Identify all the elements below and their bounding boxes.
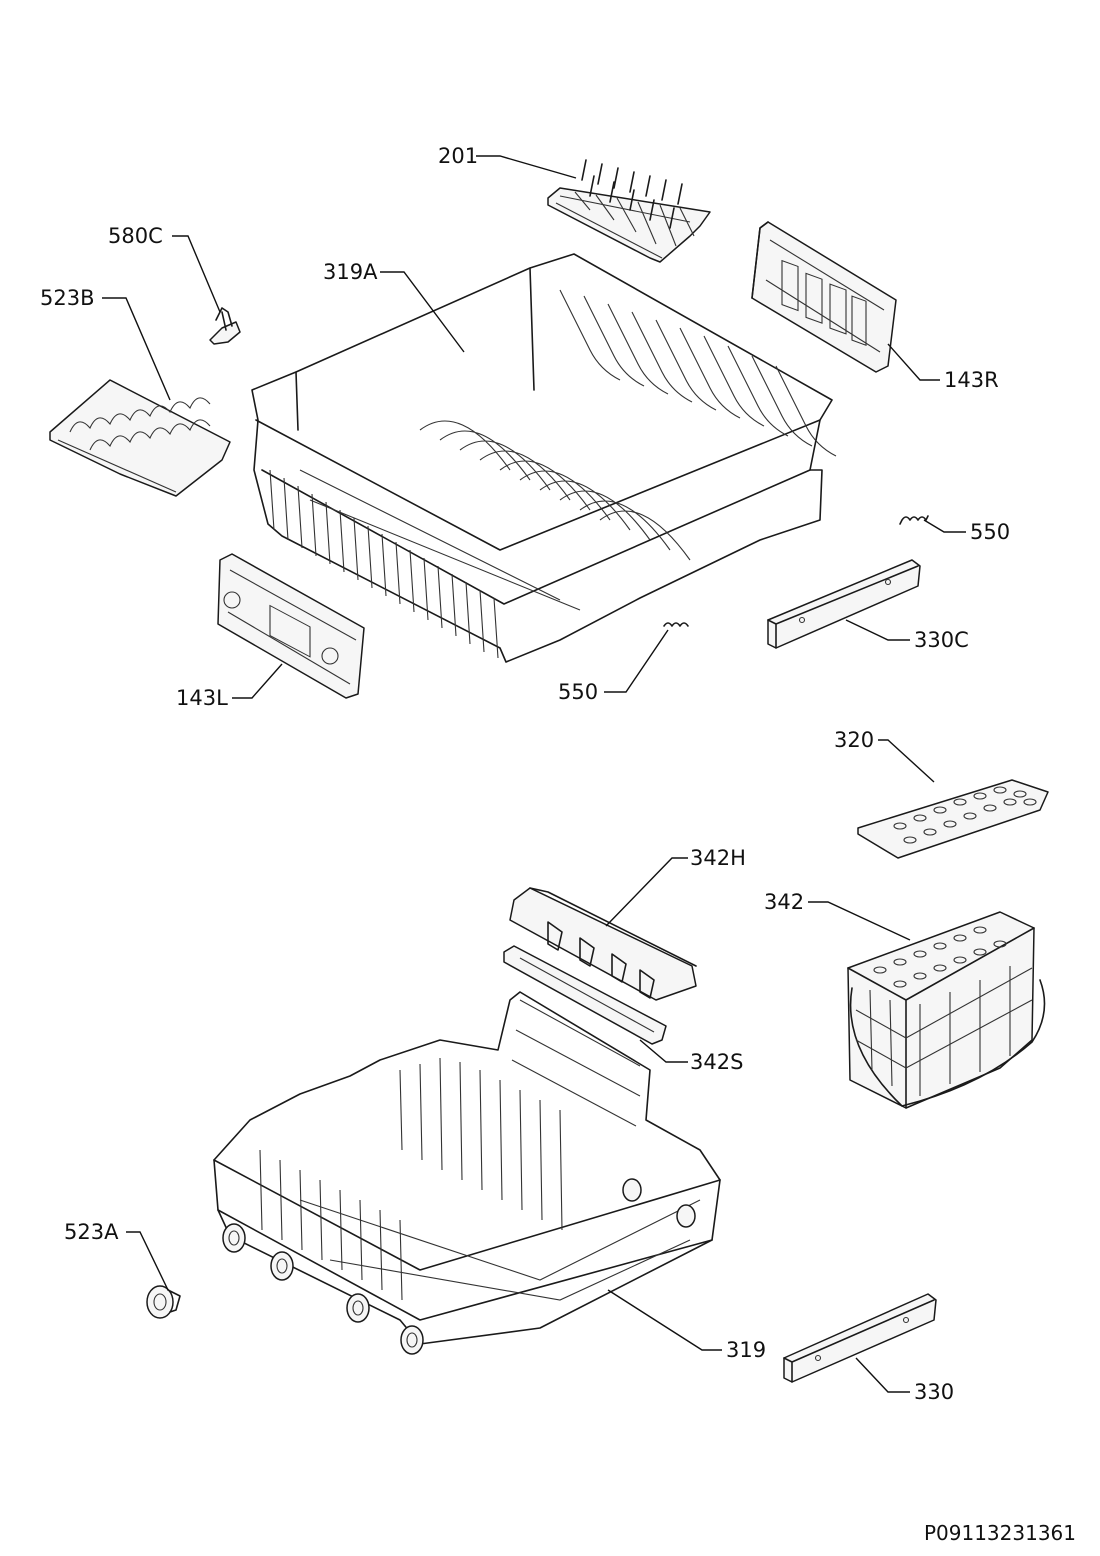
label-330: 330: [914, 1380, 954, 1404]
label-143R: 143R: [944, 368, 999, 392]
label-523A: 523A: [64, 1220, 119, 1244]
label-342H: 342H: [690, 846, 746, 870]
label-330C: 330C: [914, 628, 969, 652]
label-550-b: 550: [558, 680, 598, 704]
part-143R-right-adjuster: [751, 221, 897, 373]
part-523A-wheel: [146, 1285, 181, 1319]
label-580C: 580C: [108, 224, 163, 248]
part-320-basket-lid: [857, 779, 1049, 859]
part-523B-rail: [49, 379, 231, 497]
part-550-spring-a: [899, 515, 929, 525]
leader-lines: [102, 155, 966, 1393]
label-342S: 342S: [690, 1050, 743, 1074]
label-550-a: 550: [970, 520, 1010, 544]
label-143L: 143L: [176, 686, 228, 710]
part-342H-holder: [509, 887, 697, 1001]
label-201: 201: [438, 144, 478, 168]
part-342S-strip: [503, 945, 667, 1045]
label-319A: 319A: [323, 260, 378, 284]
drawing-code: P09113231361: [923, 1521, 1076, 1545]
part-143L-left-adjuster: [217, 553, 365, 699]
part-201-tine-rack: [547, 159, 711, 263]
part-labels: 201 580C 319A 523B 143R 550 330C 143L 55…: [40, 144, 1010, 1404]
label-523B: 523B: [40, 286, 95, 310]
part-580C-clip: [209, 307, 241, 345]
part-319-lower-basket: [213, 991, 721, 1355]
part-550-spring-b: [663, 622, 689, 627]
label-342: 342: [764, 890, 804, 914]
part-330C-bar: [767, 559, 921, 649]
label-319: 319: [726, 1338, 766, 1362]
part-342-cutlery-basket: [847, 911, 1046, 1109]
label-320: 320: [834, 728, 874, 752]
part-319A-upper-basket: [251, 253, 837, 663]
part-330-bar: [783, 1293, 937, 1383]
